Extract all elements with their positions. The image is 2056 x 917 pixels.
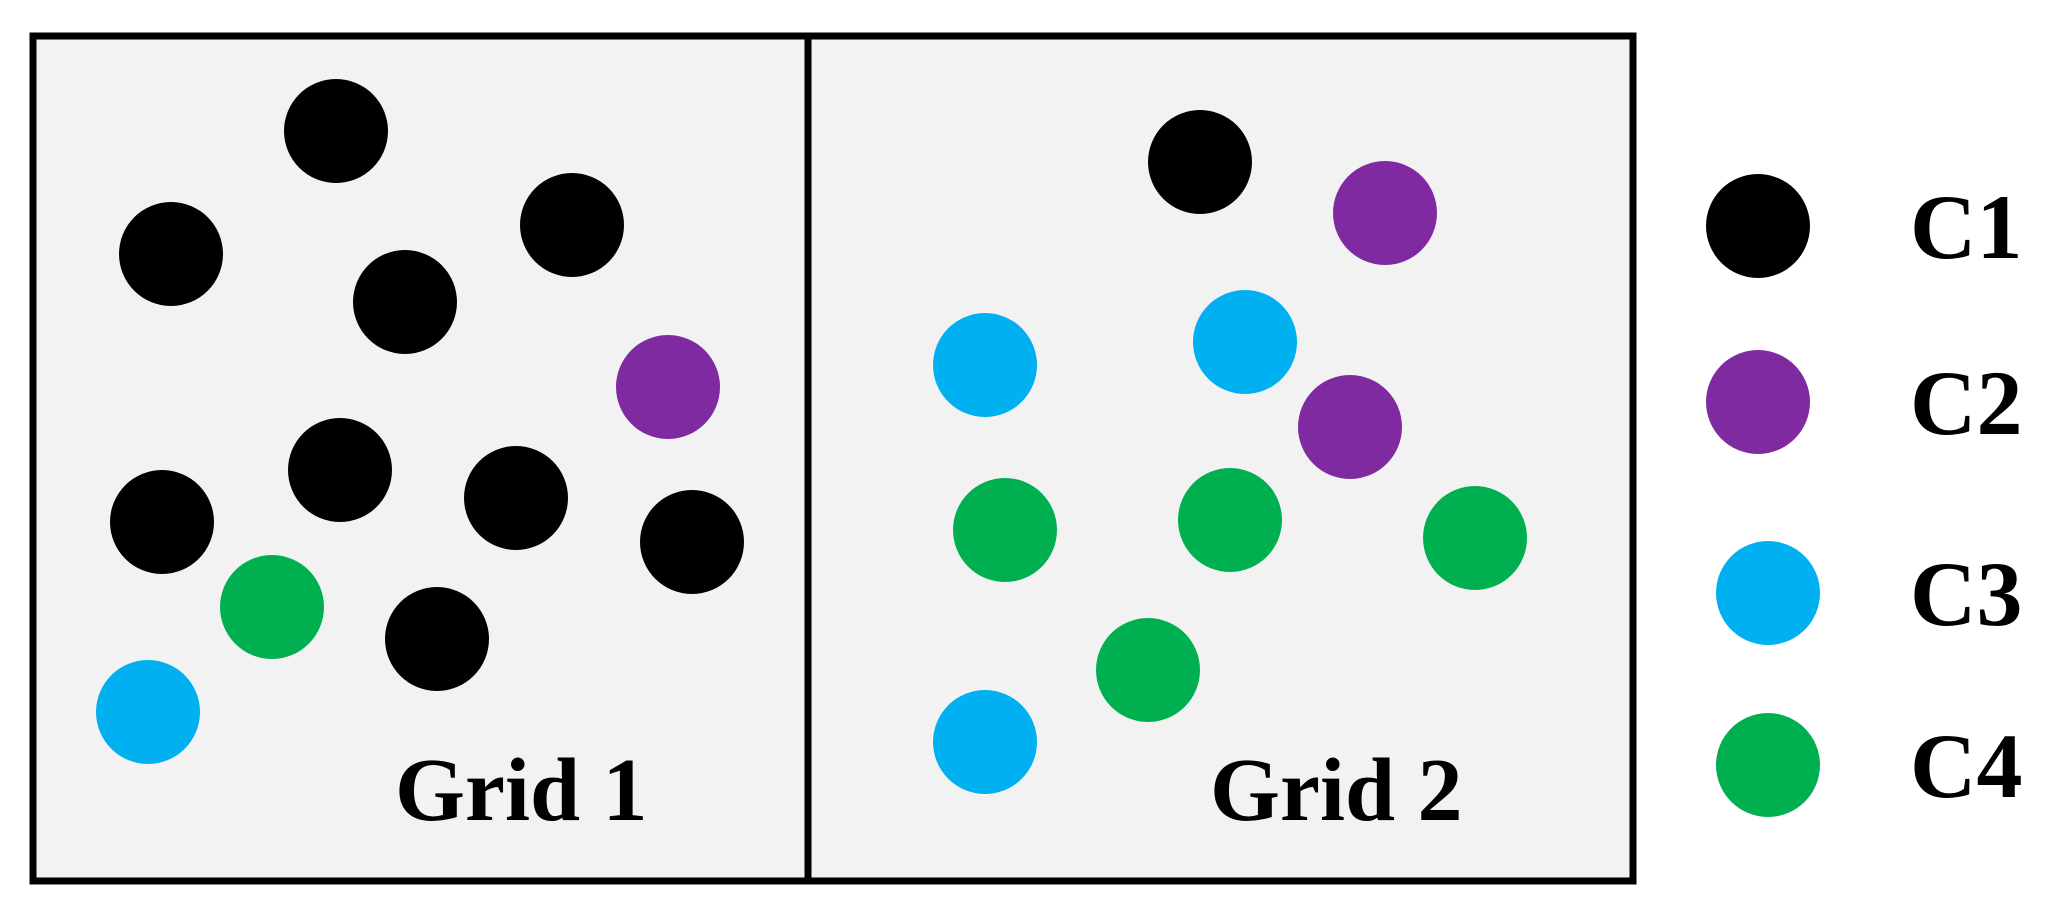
point-c4 [1096,618,1200,722]
point-c4 [953,478,1057,582]
point-c3 [1193,290,1297,394]
point-c2 [1298,375,1402,479]
legend-label-c1: C1 [1910,176,2022,278]
point-c1 [288,418,392,522]
point-c1 [1148,110,1252,214]
point-c1 [353,250,457,354]
point-c2 [1333,161,1437,265]
point-c3 [933,313,1037,417]
point-c4 [1178,468,1282,572]
point-c1 [520,173,624,277]
point-c1 [640,490,744,594]
legend-label-c4: C4 [1910,715,2022,817]
legend-marker-c1 [1706,174,1810,278]
legend-marker-c4 [1716,713,1820,817]
point-c4 [220,555,324,659]
point-c2 [616,335,720,439]
point-c1 [385,587,489,691]
point-c1 [119,202,223,306]
point-c1 [464,446,568,550]
legend-label-c2: C2 [1910,352,2022,454]
point-c3 [96,660,200,764]
grid-1 [96,79,744,764]
legend-marker-c3 [1716,541,1820,645]
legend-marker-c2 [1706,350,1810,454]
point-c4 [1423,486,1527,590]
grid-2 [933,110,1527,794]
grid-2-label: Grid 2 [1210,741,1463,840]
grid-1-label: Grid 1 [395,741,648,840]
point-c1 [110,470,214,574]
point-c3 [933,690,1037,794]
legend-label-c3: C3 [1910,543,2022,645]
point-c1 [284,79,388,183]
